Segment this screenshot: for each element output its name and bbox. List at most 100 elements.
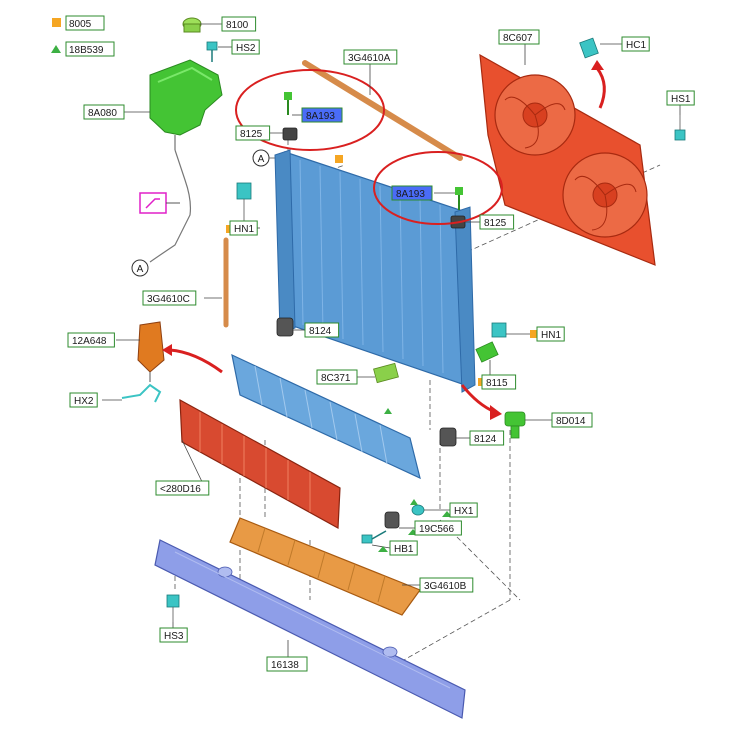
part-label-box (469, 430, 505, 446)
part-label-text: HB1 (394, 544, 414, 555)
part-label-8115[interactable]: 8115 (481, 374, 517, 390)
part-label-8100[interactable]: 8100 (221, 16, 257, 32)
auxiliary-radiator (179, 398, 341, 529)
part-label-8c607[interactable]: 8C607 (498, 29, 540, 45)
part-label-box (159, 627, 188, 643)
part-label-box (301, 107, 343, 123)
lower-mount-low (439, 427, 457, 447)
insulator-19c566 (384, 511, 400, 529)
part-label-hs2[interactable]: HS2 (231, 39, 260, 55)
part-label-16138[interactable]: 16138 (266, 656, 308, 672)
part-label-box (479, 214, 515, 230)
part-label-text: HX1 (454, 506, 474, 517)
part-label-box (481, 374, 517, 390)
part-label-box (666, 90, 695, 106)
part-label-hx2[interactable]: HX2 (69, 392, 98, 408)
part-label-text: HS1 (671, 94, 691, 105)
part-label-8125top[interactable]: 8125 (235, 125, 271, 141)
part-label-box (389, 540, 418, 556)
part-label-box (69, 392, 98, 408)
part-label-text: 3G4610C (147, 294, 190, 305)
temperature-sensor-8115 (475, 341, 499, 363)
red-arrow-fan (595, 67, 606, 109)
part-label-8a193top[interactable]: 8A193 (301, 107, 343, 123)
part-label-8125right[interactable]: 8125 (479, 214, 515, 230)
lower-mount-mid (276, 317, 294, 337)
hs3-clip (166, 594, 180, 622)
part-label-8124mid[interactable]: 8124 (304, 322, 340, 338)
part-label-280d16[interactable]: <280D16 (155, 480, 210, 496)
part-label-box (414, 520, 462, 536)
fan-shroud (479, 53, 656, 266)
part-label-box (229, 220, 258, 236)
part-label-box (343, 49, 398, 65)
part-label-hx1[interactable]: HX1 (449, 502, 478, 518)
part-label-text: 16138 (271, 660, 299, 671)
part-label-box (316, 369, 358, 385)
part-label-text: HN1 (234, 224, 254, 235)
bolt-8a193-right (455, 187, 463, 210)
part-label-text: 8C607 (503, 33, 533, 44)
part-label-text: 8A193 (396, 189, 425, 200)
legend: 8005 18B539 (51, 15, 115, 57)
part-label-19c566[interactable]: 19C566 (414, 520, 462, 536)
part-label-8c371[interactable]: 8C371 (316, 369, 358, 385)
bracket-8c371 (373, 362, 399, 384)
sensor-harness (149, 149, 192, 263)
level-sensor-connector-icon (139, 192, 180, 214)
bolt-8a193-top (284, 92, 292, 115)
part-label-hc1[interactable]: HC1 (621, 36, 650, 52)
part-label-8a193right[interactable]: 8A193 (391, 185, 433, 201)
part-label-3g4610b[interactable]: 3G4610B (419, 577, 474, 593)
part-label-box (266, 656, 308, 672)
part-label-hn1right[interactable]: HN1 (536, 326, 565, 342)
part-label-text: 8A193 (306, 111, 335, 122)
part-label-3g4610c[interactable]: 3G4610C (142, 290, 197, 306)
lower-crossmember (154, 539, 466, 719)
part-label-text: 12A648 (72, 336, 107, 347)
part-label-3g4610a[interactable]: 3G4610A (343, 49, 398, 65)
hs1-clip (674, 115, 686, 141)
part-label-text: HS3 (164, 631, 184, 642)
part-label-text: 3G4610A (348, 53, 391, 64)
part-label-hb1[interactable]: HB1 (389, 540, 418, 556)
part-label-box (155, 480, 210, 496)
upper-mount-left (282, 127, 298, 141)
reference-marker-a-top: A (252, 149, 285, 167)
part-label-8124low[interactable]: 8124 (469, 430, 505, 446)
part-label-text: 8D014 (556, 416, 586, 427)
red-callout-ellipse-top (235, 69, 385, 151)
legend-code-18b539: 18B539 (69, 45, 104, 56)
green-triangle-icon (51, 45, 61, 53)
part-label-text: <280D16 (160, 484, 201, 495)
part-label-text: HN1 (541, 330, 561, 341)
part-label-text: 8124 (474, 434, 497, 445)
reservoir-cap (182, 17, 202, 33)
red-arrow-pump (169, 348, 223, 374)
svg-text:A: A (258, 154, 265, 165)
radiator-core (274, 149, 476, 393)
part-label-hn1left[interactable]: HN1 (229, 220, 258, 236)
part-label-hs1[interactable]: HS1 (666, 90, 695, 106)
legend-code-8005: 8005 (69, 19, 92, 30)
part-label-box (67, 332, 115, 348)
part-label-hs3[interactable]: HS3 (159, 627, 188, 643)
part-label-box (536, 326, 565, 342)
part-label-8d014[interactable]: 8D014 (551, 412, 593, 428)
condenser-core (231, 353, 421, 480)
red-arrow-fan-head (591, 60, 604, 70)
part-label-text: HC1 (626, 40, 646, 51)
coolant-reservoir (149, 59, 223, 150)
part-label-text: 8115 (486, 378, 508, 389)
part-label-8a080[interactable]: 8A080 (83, 104, 125, 120)
part-label-text: HS2 (236, 43, 256, 54)
coolant-pump-12a648 (137, 321, 165, 382)
part-label-box (235, 125, 271, 141)
part-label-text: 8100 (226, 20, 249, 31)
part-label-box (391, 185, 433, 201)
part-label-12a648[interactable]: 12A648 (67, 332, 115, 348)
air-deflector (229, 517, 421, 616)
part-label-text: 8124 (309, 326, 332, 337)
red-arrow-drain-head (490, 405, 502, 420)
